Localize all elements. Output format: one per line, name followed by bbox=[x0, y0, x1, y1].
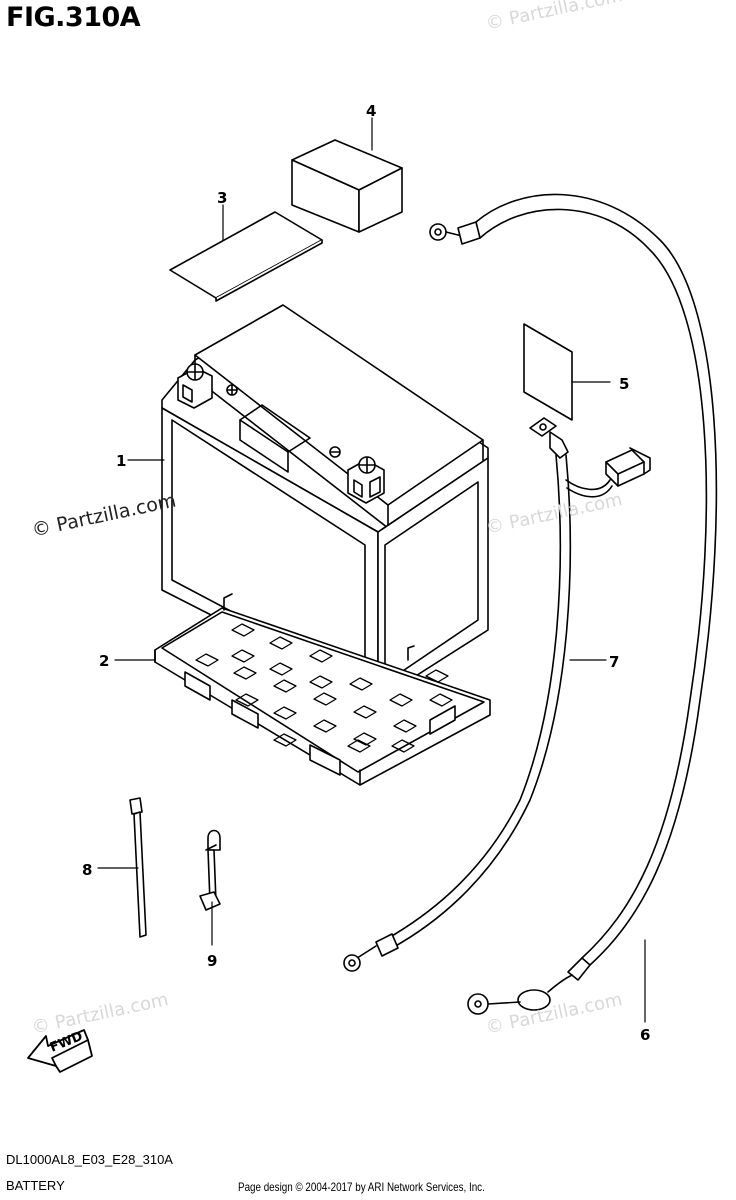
part-9-clamp[interactable] bbox=[199, 829, 221, 911]
callout-5: 5 bbox=[619, 375, 629, 393]
fwd-arrow-icon: FWD bbox=[27, 1029, 93, 1073]
callout-3: 3 bbox=[217, 189, 227, 207]
part-6-cable[interactable] bbox=[429, 193, 718, 1015]
diagram-caption: BATTERY bbox=[6, 1178, 65, 1193]
model-code: DL1000AL8_E03_E28_310A bbox=[6, 1152, 173, 1167]
part-7-cable[interactable] bbox=[343, 417, 651, 972]
callout-1: 1 bbox=[116, 452, 126, 470]
part-5-label[interactable] bbox=[523, 323, 573, 421]
callout-8: 8 bbox=[82, 861, 92, 879]
part-4-box[interactable] bbox=[291, 139, 403, 233]
page-credit: Page design © 2004-2017 by ARI Network S… bbox=[238, 1180, 485, 1194]
callout-6: 6 bbox=[640, 1026, 650, 1044]
part-3-sheet[interactable] bbox=[169, 211, 323, 302]
callout-4: 4 bbox=[366, 102, 376, 120]
callout-2: 2 bbox=[99, 652, 109, 670]
callout-9: 9 bbox=[207, 952, 217, 970]
part-2-tray[interactable] bbox=[154, 593, 491, 786]
part-1-battery[interactable] bbox=[161, 304, 489, 701]
part-8-cable-tie[interactable] bbox=[129, 797, 147, 938]
leader-lines bbox=[97, 117, 646, 1023]
callout-7: 7 bbox=[609, 653, 619, 671]
figure-title: FIG.310A bbox=[6, 2, 141, 33]
